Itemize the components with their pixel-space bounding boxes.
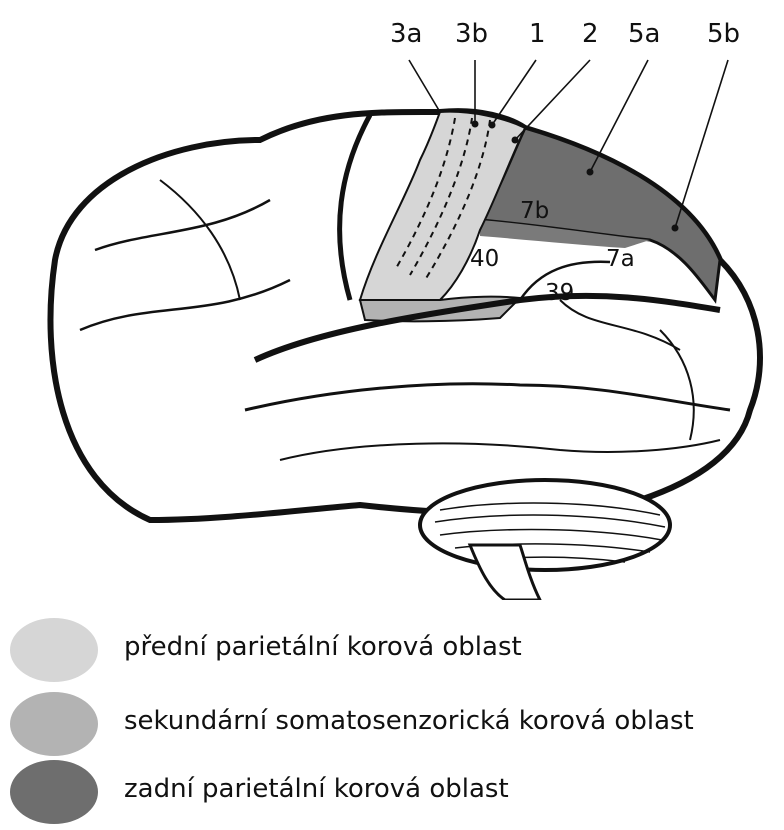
legend-swatch-secondary xyxy=(10,692,98,756)
label-5a: 5a xyxy=(628,19,660,49)
label-7b: 7b xyxy=(520,198,549,224)
brain-diagram: 3a 3b 1 2 5a 5b 7b 7a 40 39 xyxy=(0,0,784,600)
label-1: 1 xyxy=(529,19,546,49)
legend-item-posterior: zadní parietální korová oblast xyxy=(10,760,784,830)
label-39: 39 xyxy=(545,280,574,306)
secondary-somatosensory-region xyxy=(360,297,520,322)
legend-swatch-posterior xyxy=(10,760,98,824)
label-2: 2 xyxy=(582,19,599,49)
label-3b: 3b xyxy=(455,19,488,49)
cerebellum xyxy=(420,480,670,570)
label-40: 40 xyxy=(470,246,499,272)
label-5b: 5b xyxy=(707,19,740,49)
legend-label-anterior: přední parietální korová oblast xyxy=(124,632,522,662)
legend-label-posterior: zadní parietální korová oblast xyxy=(124,774,509,804)
label-7a: 7a xyxy=(606,246,635,272)
label-3a: 3a xyxy=(390,19,422,49)
legend: přední parietální korová oblast sekundár… xyxy=(0,600,784,826)
legend-item-anterior: přední parietální korová oblast xyxy=(10,618,784,688)
legend-label-secondary: sekundární somatosenzorická korová oblas… xyxy=(124,706,694,736)
legend-swatch-anterior xyxy=(10,618,98,682)
legend-item-secondary: sekundární somatosenzorická korová oblas… xyxy=(10,692,784,762)
